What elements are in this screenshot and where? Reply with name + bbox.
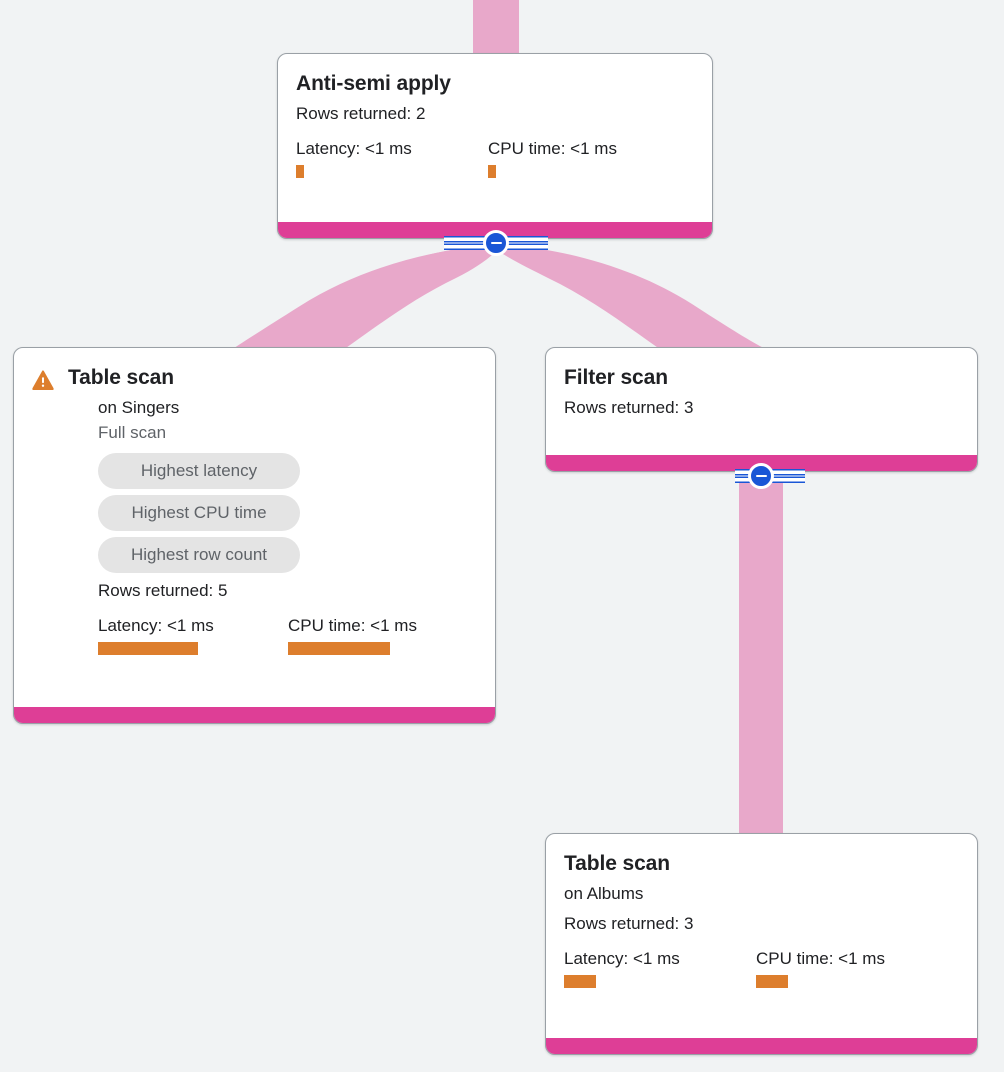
warning-triangle-icon <box>32 370 54 391</box>
edge-filterscan-to-tablescan-albums <box>739 476 783 836</box>
metric-latency-label: Latency: <1 ms <box>98 616 214 635</box>
metric-cpu-bar <box>488 165 496 178</box>
metric-latency-bar <box>98 642 198 655</box>
metric-cpu-label: CPU time: <1 ms <box>288 616 417 635</box>
metric-cpu-label: CPU time: <1 ms <box>488 139 617 158</box>
card-body: Anti-semi apply Rows returned: 2 Latency… <box>278 54 712 238</box>
metric-latency-bar <box>564 975 596 988</box>
rows-returned: Rows returned: 3 <box>564 914 694 933</box>
card-footer-bar <box>14 707 495 723</box>
rows-returned: Rows returned: 2 <box>296 104 426 123</box>
node-anti-semi-apply[interactable]: Anti-semi apply Rows returned: 2 Latency… <box>277 53 713 239</box>
metrics-row: Latency: <1 ms CPU time: <1 ms <box>564 948 959 988</box>
chip-highest-latency[interactable]: Highest latency <box>98 453 300 489</box>
card-body: Table scan on Albums Rows returned: 3 La… <box>546 834 977 1054</box>
metric-latency-bar <box>296 165 304 178</box>
on-table: on Albums <box>564 884 644 903</box>
card-body: Filter scan Rows returned: 3 <box>546 348 977 471</box>
metric-cpu-bar <box>756 975 788 988</box>
on-table: on Singers <box>98 398 180 417</box>
metric-latency: Latency: <1 ms <box>296 138 488 178</box>
card-title-row: Table scan <box>564 851 959 876</box>
chip-list: Highest latency Highest CPU time Highest… <box>98 453 477 573</box>
node-table-scan-singers[interactable]: Table scan on Singers Full scan Highest … <box>13 347 496 724</box>
chip-highest-row-count[interactable]: Highest row count <box>98 537 300 573</box>
node-title: Table scan <box>68 366 174 389</box>
card-title-row: Anti-semi apply <box>296 71 694 96</box>
metrics-row: Latency: <1 ms CPU time: <1 ms <box>98 615 477 655</box>
node-title: Anti-semi apply <box>296 72 451 95</box>
metric-cpu: CPU time: <1 ms <box>756 948 885 988</box>
metric-cpu-bar <box>288 642 390 655</box>
chip-highest-cpu-time[interactable]: Highest CPU time <box>98 495 300 531</box>
edge-incoming-top <box>473 0 519 56</box>
card-title-row: Table scan <box>32 365 477 391</box>
metric-cpu: CPU time: <1 ms <box>288 615 417 655</box>
metric-latency: Latency: <1 ms <box>564 948 756 988</box>
metrics-row: Latency: <1 ms CPU time: <1 ms <box>296 138 694 178</box>
edge-antisemi-to-filterscan <box>497 244 772 352</box>
metric-cpu-label: CPU time: <1 ms <box>756 949 885 968</box>
card-title-row: Filter scan <box>564 365 959 390</box>
node-title: Table scan <box>564 852 670 875</box>
node-filter-scan[interactable]: Filter scan Rows returned: 3 <box>545 347 978 472</box>
rows-returned: Rows returned: 5 <box>98 581 228 600</box>
scan-type: Full scan <box>98 423 167 442</box>
metric-cpu: CPU time: <1 ms <box>488 138 617 178</box>
metric-latency-label: Latency: <1 ms <box>296 139 412 158</box>
node-table-scan-albums[interactable]: Table scan on Albums Rows returned: 3 La… <box>545 833 978 1055</box>
node-title: Filter scan <box>564 366 668 389</box>
minus-circle-icon[interactable] <box>483 230 509 256</box>
metric-latency: Latency: <1 ms <box>98 615 288 655</box>
card-footer-bar <box>546 1038 977 1054</box>
collapse-toggle-filter-scan[interactable] <box>709 463 813 489</box>
collapse-toggle-anti-semi-apply[interactable] <box>444 230 548 256</box>
node-details: on Singers Full scan Highest latency Hig… <box>98 396 477 655</box>
rows-returned: Rows returned: 3 <box>564 398 694 417</box>
edge-antisemi-to-tablescan-singers <box>228 244 497 352</box>
card-body: Table scan on Singers Full scan Highest … <box>14 348 495 723</box>
minus-circle-icon[interactable] <box>748 463 774 489</box>
metric-latency-label: Latency: <1 ms <box>564 949 680 968</box>
edge-antisemi-to-tablescan-singers-body <box>232 244 497 352</box>
